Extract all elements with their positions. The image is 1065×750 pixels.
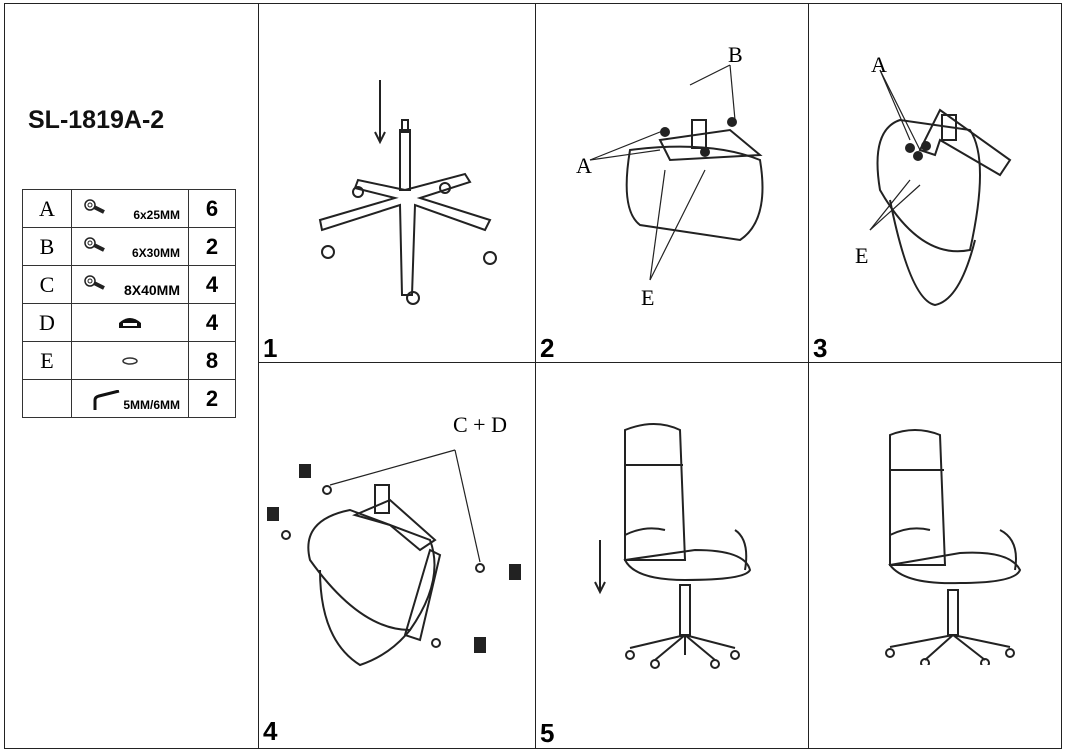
part-letter (22, 379, 72, 418)
step2-seat-illustration (625, 117, 764, 242)
bolt-icon (84, 199, 105, 214)
part-letter: D (22, 303, 72, 342)
divider (258, 362, 1061, 363)
part-label-a: A (871, 52, 887, 77)
part-qty: 6 (188, 189, 236, 228)
assembled-chair-illustration (885, 429, 1022, 665)
washer-icon (122, 357, 138, 365)
part-label-b: B (728, 42, 743, 67)
model-number: SL-1819A-2 (28, 106, 165, 134)
bolt-icon (84, 237, 105, 252)
sheet-frame (4, 3, 1062, 749)
part-label-e: E (855, 243, 869, 268)
step5-chair-illustration (594, 423, 752, 669)
part-spec: 5MM/6MM (123, 398, 180, 412)
step-number: 3 (813, 333, 828, 363)
step3-seat-back-illustration (869, 69, 1012, 307)
cap-icon (119, 318, 141, 328)
part-spec: 8X40MM (123, 282, 180, 298)
step2-leader-lines (589, 64, 736, 281)
divider (808, 3, 809, 748)
part-qty: 8 (188, 341, 236, 380)
step1-base-illustration (318, 80, 497, 305)
step4-armrest-illustration (267, 449, 521, 667)
step-number: 1 (263, 333, 278, 363)
part-spec: 6x25MM (133, 208, 180, 222)
part-qty: 4 (188, 303, 236, 342)
part-label-c-d: C + D (453, 412, 507, 437)
part-spec: 6X30MM (131, 246, 180, 260)
part-letter: C (22, 265, 72, 304)
table-row: 5MM/6MM 2 (22, 379, 236, 418)
part-letter: E (22, 341, 72, 380)
bolt-icon (84, 275, 105, 290)
part-letter: A (22, 189, 72, 228)
part-label-e: E (641, 285, 655, 310)
table-row: B 6X30MM 2 (22, 227, 236, 266)
allen-key-icon (93, 390, 120, 410)
part-qty: 2 (188, 227, 236, 266)
step-number: 5 (540, 718, 555, 748)
part-qty: 2 (188, 379, 236, 418)
part-letter: B (22, 227, 72, 266)
step-number: 2 (540, 333, 555, 363)
step-number: 4 (263, 716, 278, 746)
part-qty: 4 (188, 265, 236, 304)
table-row: C 8X40MM 4 (22, 265, 236, 304)
table-row: A 6x25MM 6 (22, 189, 236, 228)
divider (258, 3, 259, 748)
part-label-a: A (576, 153, 592, 178)
divider (535, 3, 536, 748)
